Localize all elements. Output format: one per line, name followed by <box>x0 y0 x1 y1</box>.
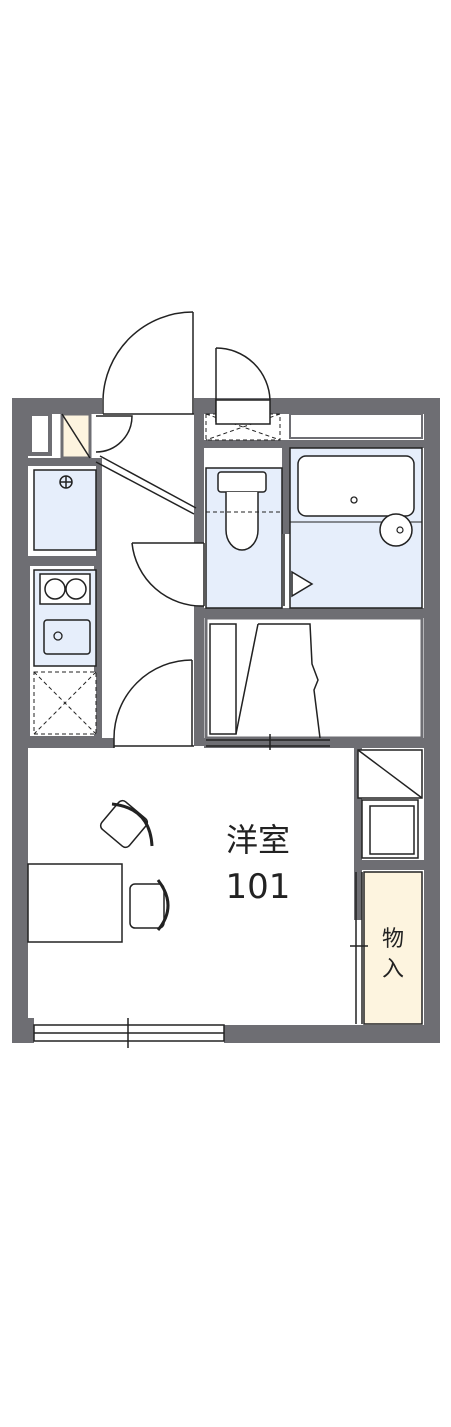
storage-label-top: 物 <box>382 927 404 952</box>
bathroom <box>283 447 423 609</box>
storage-closet: 物 入 <box>350 871 423 1025</box>
kitchen <box>26 562 98 740</box>
room-furniture <box>27 799 170 943</box>
refrigerator <box>33 469 97 551</box>
balcony-window <box>33 1018 225 1048</box>
storage-label-bottom: 入 <box>382 957 404 982</box>
entry-door <box>95 311 194 453</box>
closet-loft <box>204 616 424 750</box>
walls <box>12 398 440 1043</box>
hall-rail <box>95 455 197 515</box>
utility-cabinet <box>357 749 423 859</box>
entry-closets <box>28 412 92 460</box>
room-name: 洋室 <box>226 821 290 859</box>
toilet-door <box>131 542 205 607</box>
room-number: 101 <box>226 867 291 907</box>
toilet-room <box>205 467 283 609</box>
washer-space <box>205 347 423 441</box>
room-door <box>113 659 194 748</box>
